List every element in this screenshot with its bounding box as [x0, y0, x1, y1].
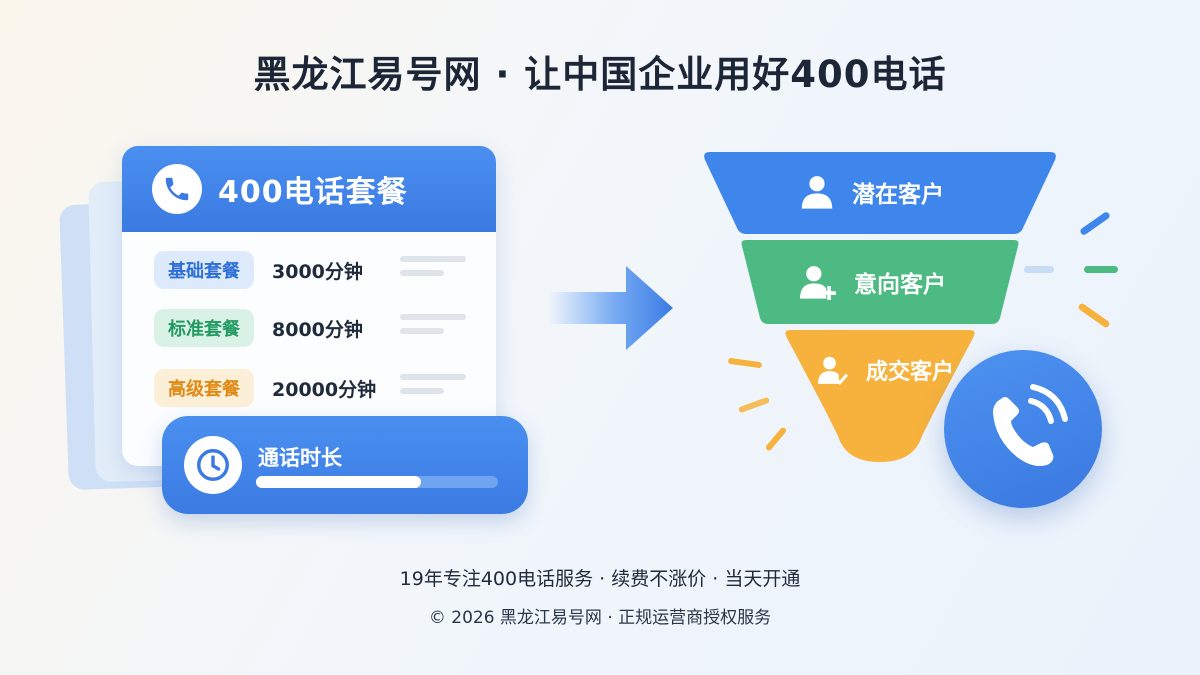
phone-icon [152, 164, 202, 214]
funnel-label-text: 潜在客户 [852, 182, 944, 208]
funnel-label-text: 意向客户 [854, 272, 946, 298]
clock-icon [184, 436, 242, 494]
user-check-icon [818, 356, 848, 385]
plan-tag: 高级套餐 [154, 369, 254, 407]
funnel-stage-potential [704, 152, 1056, 234]
plan-tag: 标准套餐 [154, 309, 254, 347]
plan-minutes: 20000分钟 [272, 378, 377, 401]
arrow-right-icon [548, 266, 673, 350]
plan-row-basic[interactable]: 基础套餐 3000分钟 [154, 250, 474, 290]
plan-card-header: 400电话套餐 [122, 146, 496, 232]
placeholder-lines [400, 256, 466, 284]
footer-tagline: 19年专注400电话服务 · 续费不涨价 · 当天开通 [399, 568, 801, 590]
placeholder-lines [400, 314, 466, 342]
plan-row-standard[interactable]: 标准套餐 8000分钟 [154, 308, 474, 348]
call-duration-progress [256, 476, 498, 488]
decor-dash [1079, 210, 1111, 237]
funnel-stage-potential-label: 潜在客户 [800, 174, 944, 210]
user-icon [801, 176, 833, 209]
plan-card: 400电话套餐 基础套餐 3000分钟 标准套餐 8000分钟 高级套餐 200… [122, 146, 496, 466]
funnel-stage-deal-label: 成交客户 [818, 354, 954, 386]
decor-dash [1084, 266, 1118, 273]
page-title: 黑龙江易号网 · 让中国企业用好400电话 [253, 53, 947, 96]
plan-minutes: 3000分钟 [272, 260, 363, 283]
progress-fill [256, 476, 421, 488]
call-duration-panel: 通话时长 [162, 416, 528, 514]
funnel-stage-intent [741, 240, 1019, 324]
funnel-label-text: 成交客户 [866, 360, 955, 385]
phone-ringing-icon [944, 350, 1102, 508]
call-duration-label: 通话时长 [258, 446, 342, 470]
plan-card-title: 400电话套餐 [218, 175, 408, 210]
placeholder-lines [400, 374, 466, 402]
decor-dash [1077, 302, 1111, 329]
plan-row-advanced[interactable]: 高级套餐 20000分钟 [154, 368, 474, 408]
plan-minutes: 8000分钟 [272, 318, 363, 341]
user-add-icon [800, 266, 836, 300]
plan-tag: 基础套餐 [154, 251, 254, 289]
decor-dash [1024, 266, 1054, 273]
funnel-stage-intent-label: 意向客户 [800, 264, 946, 300]
footer-copyright: © 2026 黑龙江易号网 · 正规运营商授权服务 [428, 608, 772, 628]
